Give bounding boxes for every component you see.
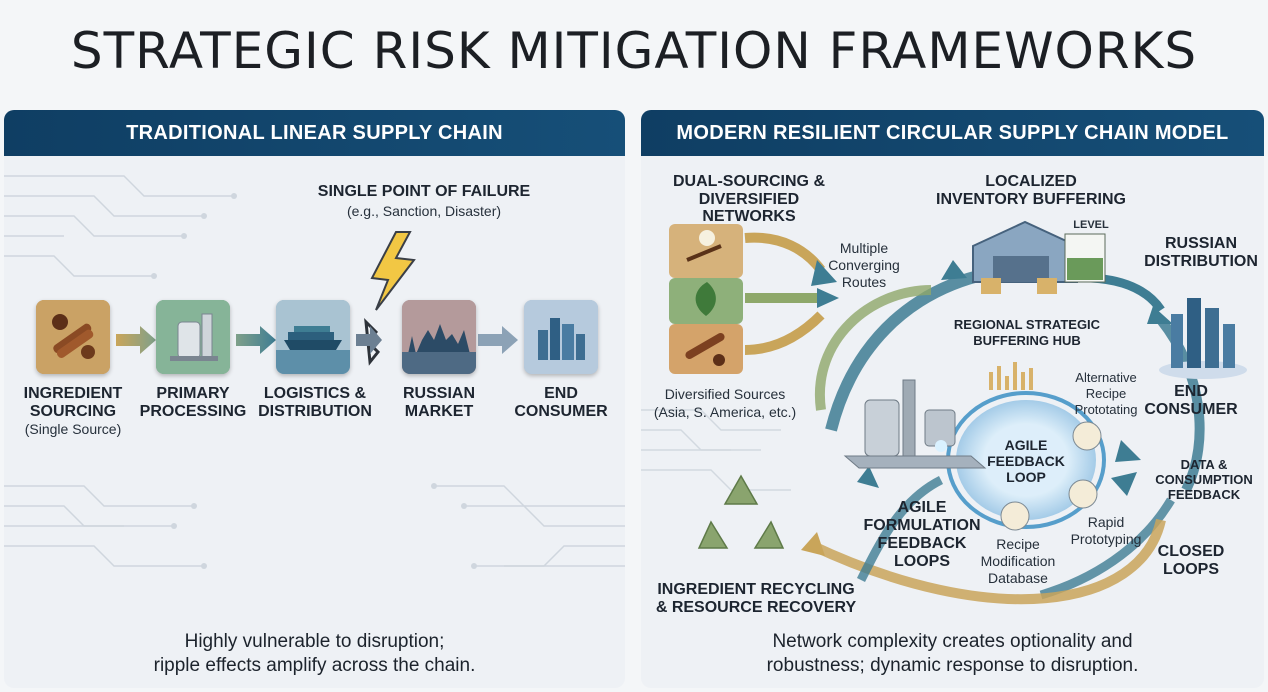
spice-sourcing-icon xyxy=(36,300,110,374)
hub-line2: BUFFERING HUB xyxy=(973,333,1081,348)
step-1-line2: SOURCING xyxy=(29,403,117,420)
recipe-db-line2: Modification xyxy=(980,553,1056,569)
recycling-line2: & RESOURCE RECOVERY xyxy=(655,599,857,616)
agile-formulation-line2: FORMULATION xyxy=(863,517,981,534)
diversified-line2: (Asia, S. America, etc.) xyxy=(653,404,797,420)
traditional-footer-line1: Highly vulnerable to disruption; xyxy=(184,631,445,652)
step-3-line2: DISTRIBUTION xyxy=(258,403,372,420)
failure-subtitle: (e.g., Sanction, Disaster) xyxy=(346,203,502,219)
multiple-routes-line1: Multiple xyxy=(839,240,889,256)
failure-title: SINGLE POINT OF FAILURE xyxy=(317,183,531,200)
step-4-line2: MARKET xyxy=(404,403,474,420)
russian-distribution-line1: RUSSIAN xyxy=(1164,235,1237,252)
step-3-line1: LOGISTICS & xyxy=(263,385,367,402)
recipe-db-line1: Recipe xyxy=(996,536,1040,552)
russian-market-icon xyxy=(402,300,476,374)
linear-arrows xyxy=(116,326,518,354)
circuit-background xyxy=(4,175,625,569)
end-consumer-line2: CONSUMER xyxy=(1144,401,1238,418)
level-label: LEVEL xyxy=(1073,219,1109,231)
agile-loop-line2: FEEDBACK xyxy=(987,453,1065,469)
step-2-line2: PROCESSING xyxy=(139,403,247,420)
rapid-prototyping-line1: Rapid xyxy=(1087,514,1125,530)
circular-flow-diagram xyxy=(641,220,1247,605)
circular-footer-line1: Network complexity creates optionality a… xyxy=(772,631,1133,652)
localized-line1: LOCALIZED xyxy=(985,173,1077,190)
multiple-routes-line3: Routes xyxy=(841,274,887,290)
multiple-routes-line2: Converging xyxy=(828,257,900,273)
localized-line2: INVENTORY BUFFERING xyxy=(936,191,1126,208)
agile-formulation-line1: AGILE xyxy=(897,499,947,516)
circular-footer: Network complexity creates optionality a… xyxy=(641,630,1264,678)
recipe-db-line3: Database xyxy=(988,570,1048,586)
russian-distribution-line2: DISTRIBUTION xyxy=(1144,253,1258,270)
processing-icon xyxy=(156,300,230,374)
agile-formulation-line3: FEEDBACK xyxy=(877,535,967,552)
agile-loop-line1: AGILE xyxy=(1004,437,1048,453)
alternative-recipe-line3: Prototating xyxy=(1074,402,1138,417)
page-title: STRATEGIC RISK MITIGATION FRAMEWORKS xyxy=(70,22,1198,80)
step-1-line1: INGREDIENT xyxy=(23,385,123,402)
agile-loop-line3: LOOP xyxy=(1006,469,1046,485)
hub-line1: REGIONAL STRATEGIC xyxy=(953,317,1101,332)
step-5-line1: END xyxy=(544,385,578,402)
alternative-recipe-line1: Alternative xyxy=(1075,370,1137,385)
circular-footer-line2: robustness; dynamic response to disrupti… xyxy=(766,654,1139,676)
agile-formulation-line4: LOOPS xyxy=(893,553,950,570)
data-feedback-line2: CONSUMPTION xyxy=(1155,472,1253,487)
dual-sourcing-line1: DUAL-SOURCING & xyxy=(673,173,825,190)
data-feedback-line3: FEEDBACK xyxy=(1167,487,1241,502)
traditional-panel: TRADITIONAL LINEAR SUPPLY CHAIN SINGLE P… xyxy=(4,110,625,688)
step-2-line1: PRIMARY xyxy=(156,385,230,402)
circular-panel: MODERN RESILIENT CIRCULAR SUPPLY CHAIN M… xyxy=(641,110,1264,688)
rapid-prototyping-line2: Prototyping xyxy=(1070,531,1142,547)
step-4-line1: RUSSIAN xyxy=(402,385,475,402)
circular-panel-header: MODERN RESILIENT CIRCULAR SUPPLY CHAIN M… xyxy=(641,110,1264,156)
recycling-line1: INGREDIENT RECYCLING xyxy=(657,581,855,598)
step-1-note: (Single Source) xyxy=(24,421,122,437)
ship-icon xyxy=(276,300,350,374)
diversified-line1: Diversified Sources xyxy=(664,386,786,402)
dual-sourcing-line2: DIVERSIFIED NETWORKS xyxy=(698,191,800,225)
closed-loops-line1: CLOSED xyxy=(1157,543,1225,560)
alternative-recipe-line2: Recipe xyxy=(1085,386,1127,401)
end-consumer-city-icon xyxy=(524,300,598,374)
traditional-footer-line2: ripple effects amplify across the chain. xyxy=(153,654,476,676)
data-feedback-line1: DATA & xyxy=(1180,457,1228,472)
traditional-footer: Highly vulnerable to disruption; ripple … xyxy=(4,630,625,678)
end-consumer-line1: END xyxy=(1174,383,1208,400)
closed-loops-line2: LOOPS xyxy=(1162,561,1219,578)
traditional-panel-header: TRADITIONAL LINEAR SUPPLY CHAIN xyxy=(4,110,625,156)
step-5-line2: CONSUMER xyxy=(514,403,608,420)
